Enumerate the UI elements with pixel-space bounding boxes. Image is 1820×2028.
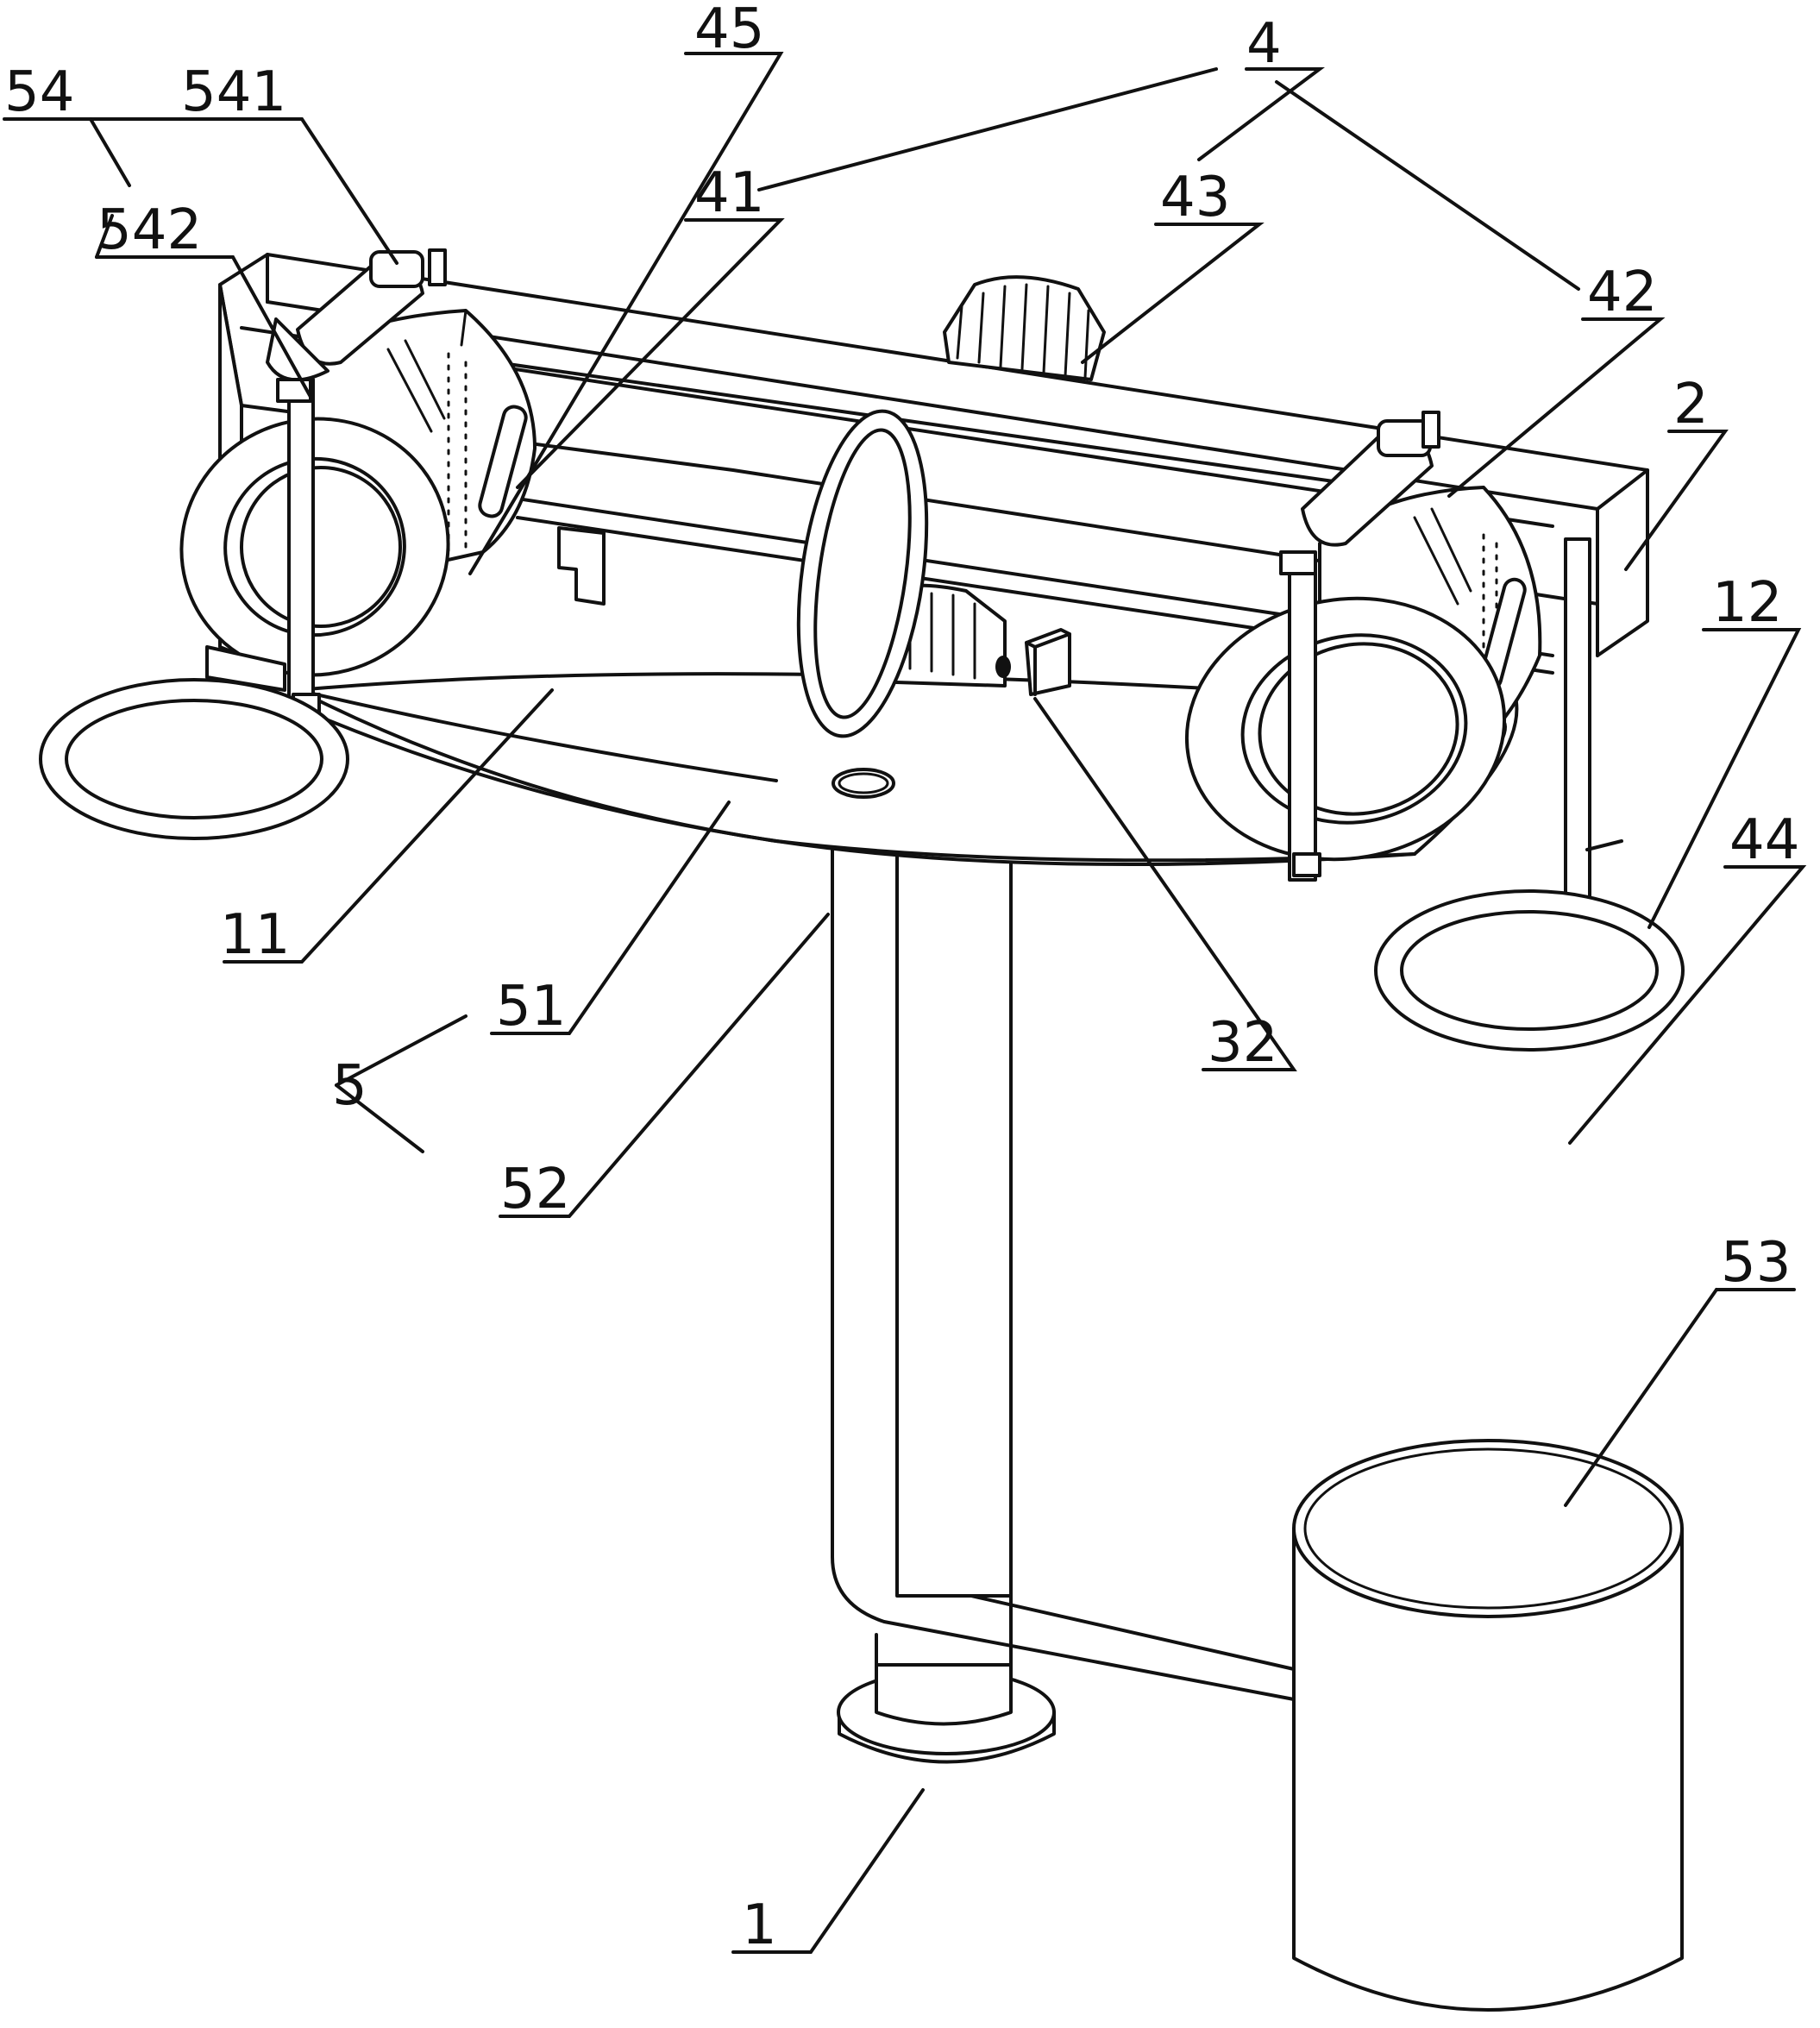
- label-43: 43: [1160, 166, 1230, 229]
- label-42: 42: [1587, 261, 1657, 324]
- right-bottom-ring: [1374, 889, 1685, 1052]
- label-44: 44: [1729, 808, 1799, 872]
- label-2: 2: [1673, 373, 1709, 436]
- sensor-block: [995, 628, 1071, 696]
- label-541: 541: [181, 60, 286, 124]
- right-clamp-assembly: [1184, 411, 1591, 907]
- label-12: 12: [1712, 571, 1782, 635]
- label-45: 45: [694, 0, 764, 61]
- motor: [943, 275, 1106, 381]
- collection-bucket: [1292, 1439, 1684, 2012]
- label-542: 542: [97, 198, 202, 262]
- label-1: 1: [742, 1893, 777, 1957]
- label-52: 52: [500, 1158, 570, 1221]
- label-54: 54: [4, 60, 74, 124]
- left-clamp-assembly: [179, 248, 537, 718]
- label-51: 51: [496, 975, 566, 1039]
- support-column: [895, 844, 1013, 1649]
- label-53: 53: [1721, 1231, 1791, 1295]
- base-flange: [837, 1663, 1056, 1764]
- reference-labels: 54 541 542 45 4 41 43 42 2 12 44 11 51 5…: [4, 0, 1799, 1957]
- left-bottom-ring: [39, 678, 349, 840]
- label-5: 5: [332, 1054, 367, 1118]
- label-11: 11: [220, 903, 290, 967]
- central-ring: [796, 409, 929, 738]
- leader-lines: [3, 52, 1807, 1954]
- label-41: 41: [694, 161, 764, 225]
- label-32: 32: [1208, 1011, 1277, 1075]
- label-4: 4: [1246, 12, 1282, 76]
